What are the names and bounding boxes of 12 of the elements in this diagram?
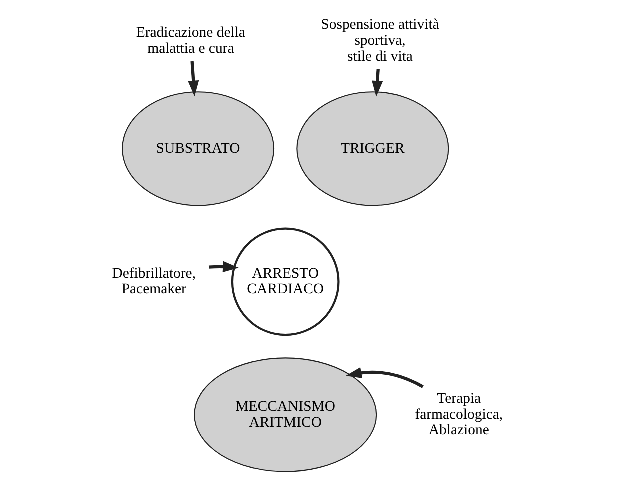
arrow [188, 60, 200, 96]
node-text: Defibrillatore, Pacemaker [112, 265, 196, 298]
node-text: Eradicazione della malattia e cura [136, 24, 246, 56]
node-text: Terapia farmacologica, Ablazione [415, 390, 504, 438]
node-text: Sospensione attività sportiva, stile di vita [321, 16, 440, 64]
node-ellipse: SUBSTRATO [122, 91, 275, 206]
arrow [346, 367, 424, 388]
arrow [208, 260, 239, 272]
arrow [372, 68, 384, 96]
node-ellipse: TRIGGER [296, 91, 450, 206]
node-ellipse: MECCANISMO ARITMICO [194, 357, 378, 472]
node-circle: ARRESTO CARDIACO [231, 227, 340, 336]
